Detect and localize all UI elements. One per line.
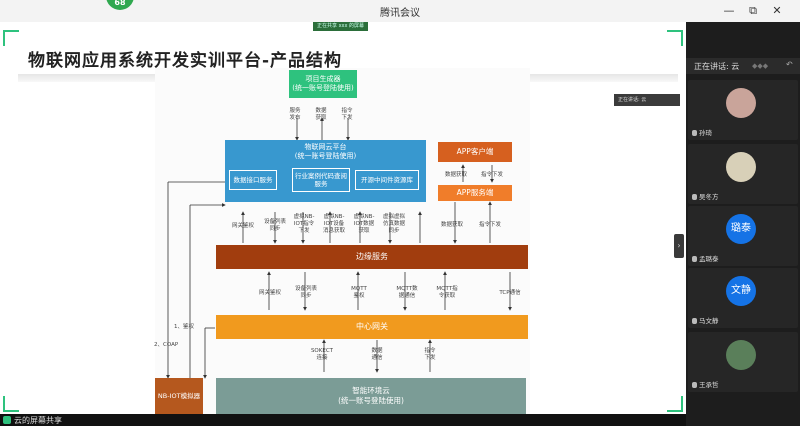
- window-title: 腾讯会议: [380, 8, 420, 19]
- share-corner-tr: [667, 30, 683, 46]
- label-edge-device-sync: 设备列表 同步: [294, 286, 317, 300]
- data-api-service: 数据接口服务: [229, 170, 277, 190]
- avatar: 文静: [726, 276, 756, 306]
- share-status-icon: [3, 416, 11, 424]
- avatar: 璐泰: [726, 214, 756, 244]
- label-app-cmd-send: 指令下发: [480, 172, 503, 178]
- diagram-arrows: [166, 117, 512, 379]
- label-gateway-auth: 网关鉴权: [231, 223, 254, 229]
- back-icon[interactable]: ↶: [786, 60, 793, 69]
- participant-name: 孟璐泰: [692, 253, 719, 263]
- industry-case-service: 行业案例代码查阅服务: [292, 168, 350, 192]
- slide-title: 物联网应用系统开发实训平台-产品结构: [28, 51, 343, 71]
- share-corner-bl: [3, 396, 19, 412]
- collapse-panel-button[interactable]: ›: [674, 234, 684, 258]
- avatar: [726, 340, 756, 370]
- label-app-data-get: 数据获取: [444, 172, 467, 178]
- restore-button[interactable]: ⧉: [749, 4, 757, 17]
- project-generator-box: 项目生成器 (统一账号登陆使用): [289, 70, 357, 98]
- label-cmd-send: 指令 下发: [341, 108, 353, 122]
- speaking-header: 正在讲话: 云 ◆◆◆ ↶: [686, 58, 800, 74]
- window-titlebar: 68 腾讯会议 — ⧉ ✕: [0, 0, 800, 23]
- participant-name: 孙琦: [692, 127, 712, 137]
- speaking-text: 正在讲话: 云: [694, 62, 740, 71]
- app-server-box: APP服务端: [438, 185, 512, 201]
- mic-icon: [692, 256, 697, 262]
- speaking-popup: 正在讲话: 云: [614, 94, 680, 106]
- label-mqtt-cmd: MQTT指 令获取: [436, 286, 458, 300]
- mic-icon: [692, 318, 697, 324]
- edge-service-box: 边缘服务: [216, 245, 528, 269]
- label-tcp: TCP通信: [499, 290, 521, 296]
- participant-tile[interactable]: 孙琦: [688, 80, 798, 140]
- participant-name: 马文静: [692, 315, 719, 325]
- avatar: [726, 152, 756, 182]
- sharing-tag: 正在共享 xxx 的屏幕: [313, 22, 369, 31]
- nb-iot-simulator-box: NB-IOT模拟器: [155, 378, 203, 414]
- label-device-sync: 设备列表 同步: [263, 219, 286, 233]
- label-auth-1: 1、鉴权: [174, 324, 194, 330]
- label-center-cmd: 指令 下发: [424, 348, 436, 362]
- participant-name: 吴冬方: [692, 191, 719, 201]
- participant-tile[interactable]: 璐泰 孟璐泰: [688, 206, 798, 266]
- participant-tile[interactable]: 吴冬方: [688, 144, 798, 204]
- smart-env-cloud-box: 智能环境云 (统一账号登陆使用): [216, 378, 526, 414]
- minimize-button[interactable]: —: [723, 4, 735, 17]
- app-client-box: APP客户端: [438, 142, 512, 162]
- mic-icon: [692, 194, 697, 200]
- participants-panel: 正在讲话: 云 ◆◆◆ ↶ 孙琦 吴冬方 璐泰 孟璐泰 文静 马文静 王承哲: [686, 22, 800, 426]
- close-button[interactable]: ✕: [772, 4, 782, 17]
- label-sim-sync: 虚拟虚拟 仿真数据 同步: [382, 214, 405, 235]
- label-service-publish: 服务 发布: [289, 108, 301, 122]
- mic-icon: [692, 382, 697, 388]
- label-nb-cmd: 虚拟NB- IOT指令 下发: [293, 214, 315, 235]
- center-gateway-box: 中心网关: [216, 315, 528, 339]
- label-mid-cmd-send: 指令下发: [478, 222, 501, 228]
- label-mid-data-get: 数据获取: [440, 222, 463, 228]
- label-data-get: 数据 获取: [315, 108, 327, 122]
- label-data-comm: 数据 通信: [371, 348, 383, 362]
- label-socket: SOKECT 连接: [310, 348, 334, 362]
- label-nb-msg: 虚拟NB- IOT设备 消息获取: [322, 214, 345, 235]
- share-corner-tl: [3, 30, 19, 46]
- label-coap-2: 2、COAP: [154, 342, 179, 348]
- label-nb-data: 虚拟NB- IOT数据 获取: [353, 214, 375, 235]
- label-mqtt-auth: MQTT 鉴权: [351, 286, 367, 300]
- signal-icon: ◆◆◆: [752, 62, 769, 70]
- participant-tile[interactable]: 王承哲: [688, 332, 798, 392]
- label-edge-gateway-auth: 网关鉴权: [258, 290, 281, 296]
- participant-tile[interactable]: 文静 马文静: [688, 268, 798, 328]
- share-label: 云的屏幕共享: [14, 416, 62, 425]
- participant-name: 王承哲: [692, 379, 719, 389]
- mic-icon: [692, 130, 697, 136]
- label-mqtt-data: MQTT数 据通信: [396, 286, 418, 300]
- meeting-badge[interactable]: 68: [106, 0, 134, 10]
- share-corner-br: [667, 396, 683, 412]
- shared-screen: 正在共享 xxx 的屏幕 物联网应用系统开发实训平台-产品结构: [0, 22, 686, 414]
- diagram-area: [155, 68, 530, 414]
- open-middleware-repo: 开源中间件资源库: [355, 170, 419, 190]
- avatar: [726, 88, 756, 118]
- bottom-share-strip: 云的屏幕共享: [0, 414, 686, 426]
